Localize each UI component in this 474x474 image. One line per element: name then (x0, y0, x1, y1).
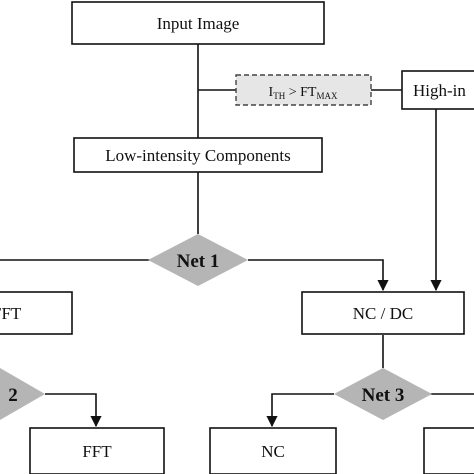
nc-bottom-node: NC (209, 427, 337, 474)
threshold-max: MAX (316, 91, 338, 101)
connectors (0, 44, 474, 428)
low-intensity-box (73, 137, 323, 173)
net1-label: Net 1 (177, 251, 220, 272)
fft-left-node: FFT (0, 291, 73, 335)
nc-bottom-box (209, 427, 337, 474)
fft-left-label: FFT (0, 304, 22, 323)
net3-diamond (334, 368, 432, 420)
net1-diamond (148, 234, 248, 286)
ncdc-box (301, 291, 465, 335)
input-image-node: Input Image (71, 1, 325, 45)
net3-node: Net 3 (334, 368, 432, 420)
net1-node: Net 1 (148, 234, 248, 286)
net2-node: 2 (0, 368, 45, 420)
threshold-th: TH (273, 91, 285, 101)
net3-label: Net 3 (362, 385, 405, 406)
net2-diamond (0, 368, 45, 420)
arrow-net1-to-ncdc (248, 259, 389, 292)
fft-left-box (0, 291, 73, 335)
ncdc-label: NC / DC (353, 304, 413, 323)
fft-bottom-node: FFT (29, 427, 165, 474)
nc-bottom-label: NC (261, 442, 285, 461)
net2-label: 2 (8, 385, 18, 406)
threshold-node: ITH > FTMAX (235, 74, 372, 106)
right-bottom-node (423, 427, 474, 474)
input-image-box (71, 1, 325, 45)
arrow-net2-to-fft (45, 393, 102, 428)
low-intensity-label: Low-intensity Components (105, 146, 291, 165)
high-intensity-box (401, 70, 474, 110)
threshold-label: ITH > FTMAX (269, 85, 338, 101)
right-bottom-box (423, 427, 474, 474)
high-intensity-node: High-in (401, 70, 474, 110)
low-intensity-node: Low-intensity Components (73, 137, 323, 173)
threshold-i: I (269, 85, 274, 100)
fft-bottom-box (29, 427, 165, 474)
high-intensity-label: High-in (413, 81, 466, 100)
ncdc-node: NC / DC (301, 291, 465, 335)
threshold-box (235, 74, 372, 106)
arrow-net3-to-nc (266, 393, 334, 428)
fft-bottom-label: FFT (82, 442, 112, 461)
threshold-op: > FT (285, 85, 317, 100)
input-image-label: Input Image (157, 14, 240, 33)
